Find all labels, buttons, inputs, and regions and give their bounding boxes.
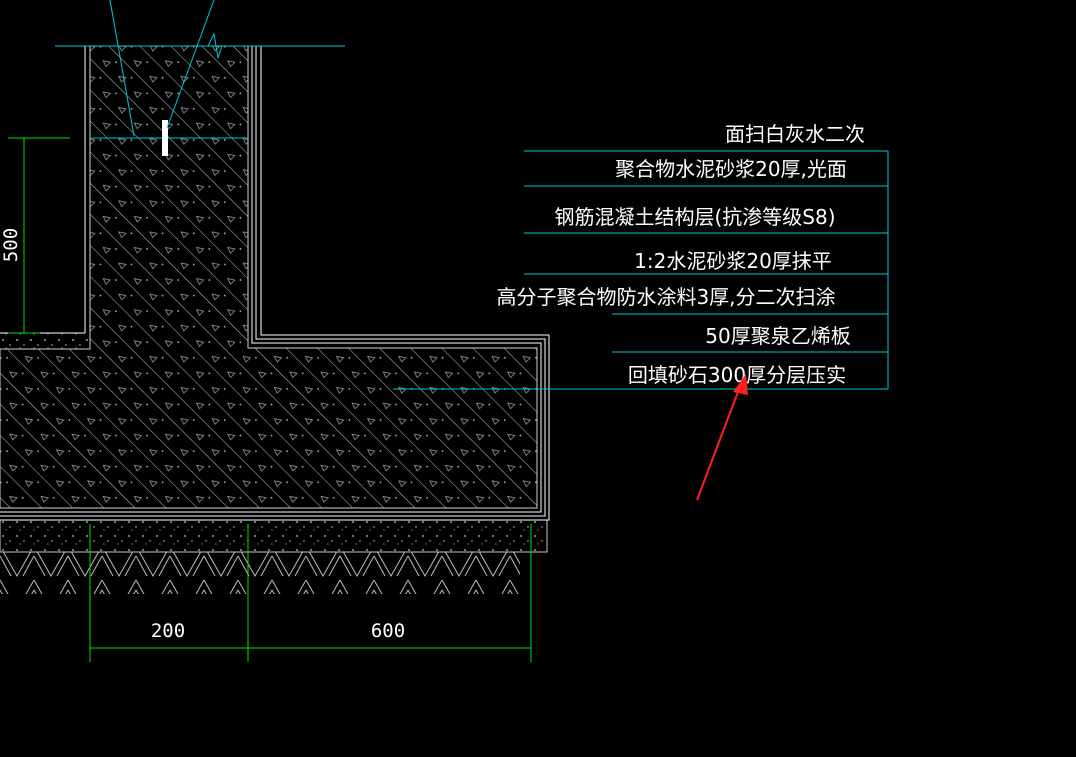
note-label-1: 面扫白灰水二次 bbox=[725, 122, 865, 146]
break-mark bbox=[200, 32, 228, 59]
note-label-3: 钢筋混凝土结构层(抗渗等级S8) bbox=[554, 205, 835, 229]
dim-200-text: 200 bbox=[151, 620, 185, 642]
note-label-5: 高分子聚合物防水涂料3厚,分二次扫涂 bbox=[496, 285, 835, 309]
gravel-base-layer bbox=[0, 519, 548, 553]
horizontal-dimension bbox=[89, 524, 532, 662]
natural-soil-hatch bbox=[0, 552, 520, 594]
leader-line-b bbox=[166, 0, 215, 129]
note-label-7: 回填砂石300厚分层压实 bbox=[628, 363, 846, 387]
waterproof-layers bbox=[0, 46, 550, 521]
leader-line-a bbox=[109, 0, 135, 137]
note-label-2: 聚合物水泥砂浆20厚,光面 bbox=[615, 157, 847, 181]
note-leader-lines bbox=[393, 150, 889, 390]
concrete-structure bbox=[0, 45, 538, 509]
vertical-dimension bbox=[8, 137, 70, 334]
note-label-4: 1:2水泥砂浆20厚抹平 bbox=[634, 249, 832, 273]
level-marker bbox=[162, 120, 168, 156]
dim-500-text: 500 bbox=[0, 228, 22, 262]
note-label-6: 50厚聚泉乙烯板 bbox=[705, 324, 850, 348]
dim-600-text: 600 bbox=[371, 620, 405, 642]
left-gravel-layer bbox=[0, 333, 90, 349]
red-arrow-annotation bbox=[696, 374, 748, 501]
